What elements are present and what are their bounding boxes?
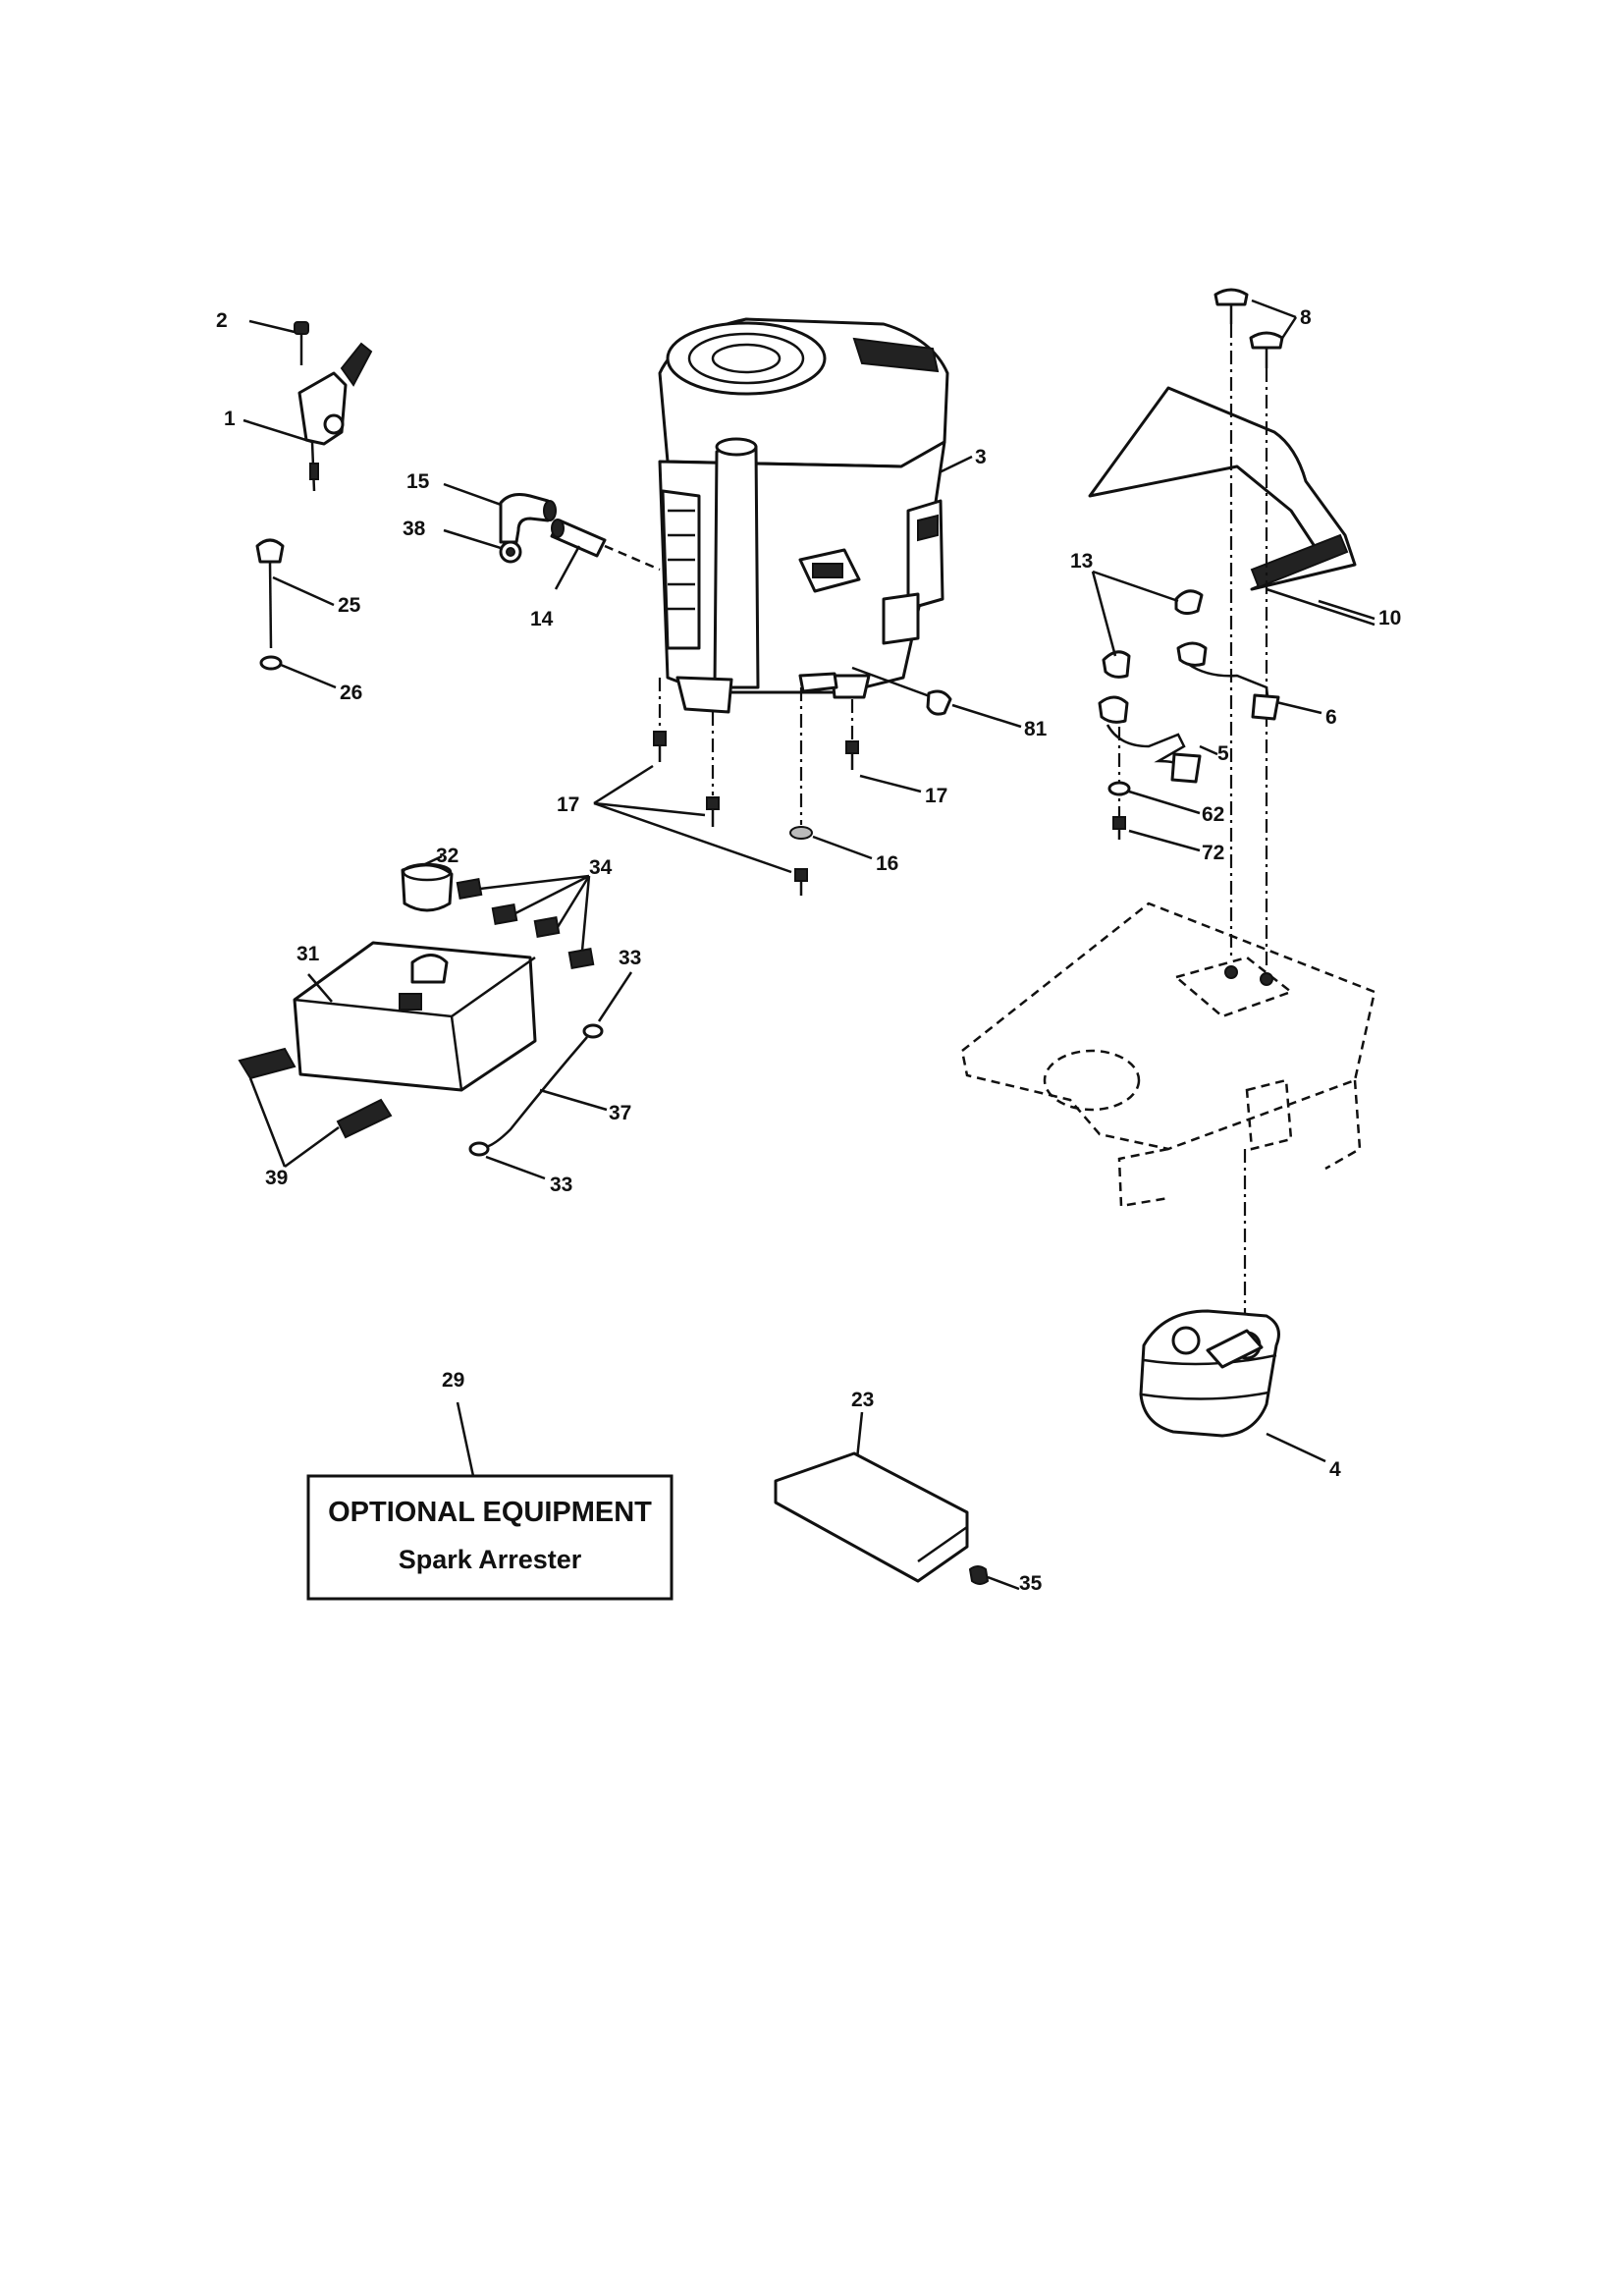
callout-31: 31 — [297, 943, 320, 965]
callout-14: 14 — [530, 608, 554, 630]
oil-fill-assembly — [443, 482, 661, 590]
callout-33-top: 33 — [619, 947, 641, 969]
callout-26: 26 — [340, 682, 362, 704]
callout-39: 39 — [265, 1167, 288, 1189]
callout-72: 72 — [1202, 842, 1224, 864]
callout-33-bottom: 33 — [550, 1174, 572, 1196]
exhaust-pipe-assembly — [1091, 570, 1322, 852]
dipstick-assembly — [255, 538, 337, 689]
callout-32: 32 — [436, 845, 458, 867]
callout-13: 13 — [1070, 550, 1093, 573]
callout-6: 6 — [1325, 706, 1337, 729]
callout-17-right: 17 — [925, 785, 947, 807]
callout-37: 37 — [609, 1102, 631, 1124]
callout-1: 1 — [224, 408, 236, 430]
engine-assembly — [658, 317, 1022, 825]
chassis-frame-outline — [960, 902, 1376, 1316]
heat-shield-assembly — [1088, 288, 1375, 967]
callout-15: 15 — [406, 470, 430, 493]
optional-equipment-title: OPTIONAL EQUIPMENT — [328, 1497, 652, 1528]
throttle-control-assembly — [243, 319, 373, 492]
callout-10: 10 — [1378, 607, 1401, 629]
callout-8: 8 — [1300, 306, 1312, 329]
callout-81: 81 — [1024, 718, 1048, 740]
air-cleaner-assembly — [238, 854, 633, 1180]
callout-3: 3 — [975, 446, 987, 468]
callout-25: 25 — [338, 594, 361, 617]
spark-arrester-assembly — [774, 1411, 1020, 1591]
callout-4: 4 — [1329, 1458, 1341, 1481]
callout-35: 35 — [1019, 1572, 1043, 1595]
callout-2: 2 — [216, 309, 228, 332]
engine-mount-bolts — [593, 731, 922, 896]
callout-5: 5 — [1217, 742, 1229, 765]
optional-equipment-box: OPTIONAL EQUIPMENT Spark Arrester — [306, 1401, 674, 1601]
callout-62: 62 — [1202, 803, 1224, 826]
callout-38: 38 — [403, 518, 426, 540]
callout-17-left: 17 — [557, 793, 579, 816]
muffler — [1139, 1309, 1326, 1463]
callout-labels: 2 1 3 4 5 6 8 10 13 14 15 16 17 17 23 25… — [216, 306, 1401, 1595]
callout-34: 34 — [589, 856, 613, 879]
callout-16: 16 — [876, 852, 898, 875]
callout-23: 23 — [851, 1389, 874, 1411]
spark-arrester-label: Spark Arrester — [399, 1545, 582, 1574]
callout-29: 29 — [442, 1369, 464, 1392]
